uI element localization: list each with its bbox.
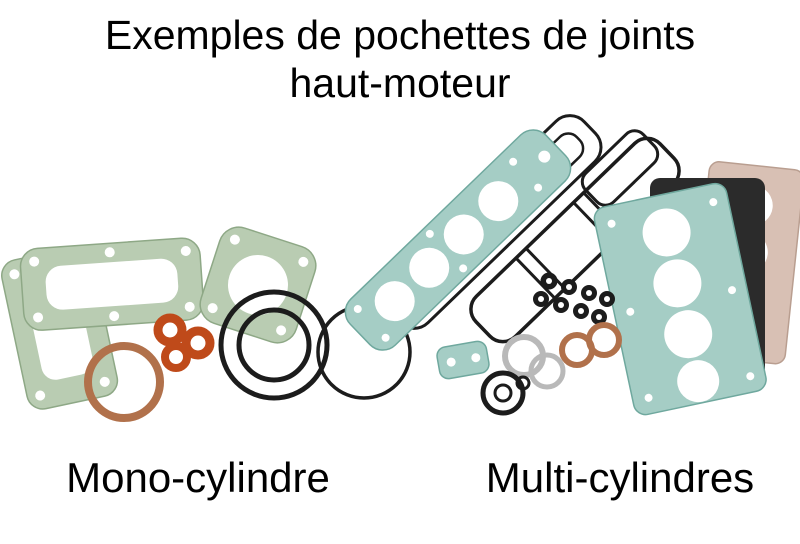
seal-hole bbox=[566, 284, 572, 290]
metal-rings bbox=[502, 334, 566, 390]
seal-hole bbox=[586, 290, 592, 296]
mono-head-gasket bbox=[199, 226, 317, 344]
cylinder-bore bbox=[664, 310, 713, 359]
small-black-gasket bbox=[580, 129, 660, 207]
o-ring-inner bbox=[493, 383, 513, 403]
bolt-hole bbox=[276, 325, 287, 336]
small-teal-plate bbox=[436, 340, 490, 380]
mono-cylinder-gasket-kit bbox=[1, 226, 412, 422]
bolt-hole bbox=[644, 393, 653, 402]
gasket-opening bbox=[45, 258, 179, 310]
o-ring bbox=[480, 370, 526, 416]
cylinder-bore bbox=[374, 281, 415, 322]
bolt-hole bbox=[746, 372, 755, 381]
cylinder-bore bbox=[409, 247, 450, 288]
bolt-hole bbox=[180, 245, 191, 256]
mono-base-gasket bbox=[19, 237, 205, 331]
seal-hole bbox=[604, 296, 610, 302]
bolt-hole bbox=[35, 390, 46, 401]
bolt-hole bbox=[298, 256, 309, 267]
bolt-hole bbox=[626, 307, 635, 316]
head-gasket-strip-teal bbox=[344, 129, 572, 351]
cylinder-bore bbox=[443, 214, 484, 255]
bolt-hole bbox=[207, 303, 218, 314]
bolt-hole bbox=[99, 376, 110, 387]
bolt-hole bbox=[184, 301, 195, 312]
gasket-crossbar bbox=[524, 247, 567, 290]
small-o-rings bbox=[480, 370, 531, 416]
large-o-ring bbox=[218, 289, 330, 401]
cylinder-bore bbox=[653, 259, 702, 308]
bolt-hole bbox=[709, 198, 718, 207]
bolt-hole bbox=[538, 150, 551, 163]
orange-washer bbox=[161, 342, 191, 372]
seal-hole bbox=[578, 308, 584, 314]
copper-rings bbox=[559, 322, 622, 368]
multi-cylinder-gasket-kit bbox=[344, 114, 800, 416]
copper-ring bbox=[586, 322, 622, 358]
seal-hole bbox=[546, 278, 552, 284]
bolt-hole bbox=[33, 312, 44, 323]
o-ring-outer bbox=[218, 289, 330, 401]
orange-washers bbox=[153, 313, 215, 372]
bolt-hole bbox=[607, 219, 616, 228]
page-title: Exemples de pochettes de joints haut-mot… bbox=[0, 12, 800, 108]
copper-exhaust-ring bbox=[84, 342, 164, 422]
title-line-2: haut-moteur bbox=[289, 59, 511, 106]
bolt-hole bbox=[728, 286, 737, 295]
bolt-hole bbox=[229, 234, 240, 245]
o-ring-inner bbox=[236, 307, 312, 383]
orange-washer bbox=[153, 313, 187, 347]
bolt-hole bbox=[425, 229, 434, 238]
cylinder-bore bbox=[642, 208, 691, 257]
orange-washer bbox=[181, 326, 215, 360]
gasket-outline bbox=[580, 129, 660, 207]
bolt-hole bbox=[534, 183, 543, 192]
gasket-outline bbox=[469, 136, 681, 344]
bolt-hole bbox=[509, 157, 518, 166]
cylinder-bore bbox=[478, 181, 519, 222]
bolt-hole bbox=[9, 269, 20, 280]
cylinder-bore bbox=[677, 360, 720, 403]
bolt-hole bbox=[104, 247, 115, 258]
valve-stem-seals bbox=[533, 272, 615, 325]
metal-ring bbox=[528, 352, 566, 390]
tiny-o-ring bbox=[515, 375, 531, 391]
cam-cover-gasket-h bbox=[469, 136, 681, 344]
bolt-hole bbox=[459, 264, 468, 273]
seal-hole bbox=[596, 314, 602, 320]
seal-hole bbox=[538, 296, 544, 302]
bolt-hole bbox=[471, 353, 481, 363]
teal-head-gasket-sheet bbox=[593, 182, 767, 416]
bolt-hole bbox=[381, 333, 390, 342]
bolt-hole bbox=[353, 304, 362, 313]
bolt-hole bbox=[29, 256, 40, 267]
bolt-hole bbox=[109, 311, 120, 322]
bolt-hole bbox=[446, 357, 456, 367]
sheet-stack bbox=[593, 161, 800, 416]
title-line-1: Exemples de pochettes de joints bbox=[104, 12, 696, 58]
gasket-crossbar bbox=[514, 257, 556, 300]
seal-hole bbox=[558, 302, 564, 308]
label-multi-cylindres: Multi-cylindres bbox=[485, 454, 755, 501]
label-mono-cylindre: Mono-cylindre bbox=[66, 454, 330, 501]
gasket-body bbox=[436, 340, 490, 380]
